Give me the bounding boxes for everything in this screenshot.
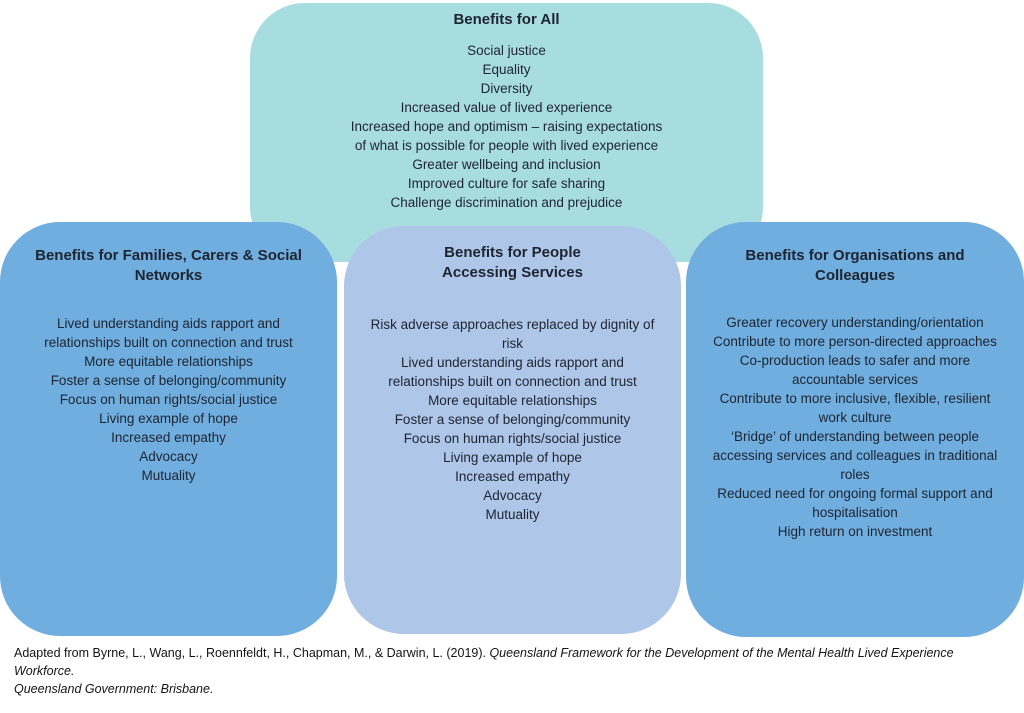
benefit-item: Increased hope and optimism – raising ex… <box>350 119 663 153</box>
benefit-item: More equitable relationships <box>84 354 253 369</box>
benefit-item: Advocacy <box>483 488 542 503</box>
benefit-item: Diversity <box>480 81 533 96</box>
benefit-list-people-accessing-services: Risk adverse approaches replaced by dign… <box>358 315 667 524</box>
benefit-item: Advocacy <box>139 449 198 464</box>
box-benefits-organisations-colleagues: Benefits for Organisations and Colleague… <box>686 222 1024 637</box>
benefit-list-organisations-colleagues: Greater recovery understanding/orientati… <box>694 313 1016 541</box>
citation-regular-text: Adapted from Byrne, L., Wang, L., Roennf… <box>14 646 490 660</box>
benefit-item: Increased empathy <box>111 430 226 445</box>
benefit-item: Mutuality <box>141 468 196 483</box>
benefit-item: Challenge discrimination and prejudice <box>390 195 623 210</box>
benefit-list-families-carers: Lived understanding aids rapport and rel… <box>14 314 323 485</box>
benefit-item: Reduced need for ongoing formal support … <box>717 486 993 520</box>
benefit-item: Improved culture for safe sharing <box>407 176 606 191</box>
benefit-item: Contribute to more inclusive, flexible, … <box>719 391 991 425</box>
benefit-item: Mutuality <box>485 507 540 522</box>
benefit-item: Increased empathy <box>455 469 570 484</box>
benefit-item: Focus on human rights/social justice <box>59 392 278 407</box>
benefit-item: Greater wellbeing and inclusion <box>412 157 601 172</box>
benefit-item: Lived understanding aids rapport and rel… <box>388 355 637 389</box>
box-title-benefits-for-all: Benefits for All <box>453 11 560 28</box>
benefit-item: Co-production leads to safer and more ac… <box>739 353 971 387</box>
benefit-item: Lived understanding aids rapport and rel… <box>44 316 293 350</box>
box-benefits-families-carers: Benefits for Families, Carers & Social N… <box>0 222 337 636</box>
benefit-item: Increased value of lived experience <box>400 100 613 115</box>
box-benefits-people-accessing-services: Benefits for People Accessing Services R… <box>344 226 681 634</box>
box-title-benefits-people-accessing-services: Benefits for People Accessing Services <box>442 244 583 281</box>
benefit-item: Risk adverse approaches replaced by dign… <box>370 317 655 351</box>
benefit-item: Foster a sense of belonging/community <box>50 373 287 388</box>
box-title-benefits-organisations-colleagues: Benefits for Organisations and Colleague… <box>745 247 965 284</box>
citation-italic-text: Queensland Framework for the Development… <box>14 646 954 696</box>
benefit-item: Equality <box>482 62 531 77</box>
benefit-item: ‘Bridge’ of understanding between people… <box>712 429 998 482</box>
benefit-item: Living example of hope <box>443 450 582 465</box>
box-title-benefits-families-carers: Benefits for Families, Carers & Social N… <box>35 247 302 284</box>
benefit-item: Foster a sense of belonging/community <box>394 412 631 427</box>
benefit-item: Focus on human rights/social justice <box>403 431 622 446</box>
benefit-item: More equitable relationships <box>428 393 597 408</box>
benefit-item: High return on investment <box>777 524 933 539</box>
benefit-item: Contribute to more person-directed appro… <box>713 334 997 349</box>
benefit-item: Greater recovery understanding/orientati… <box>726 315 984 330</box>
benefit-item: Social justice <box>467 43 546 58</box>
benefit-item: Living example of hope <box>99 411 238 426</box>
citation: Adapted from Byrne, L., Wang, L., Roennf… <box>14 644 1004 698</box>
